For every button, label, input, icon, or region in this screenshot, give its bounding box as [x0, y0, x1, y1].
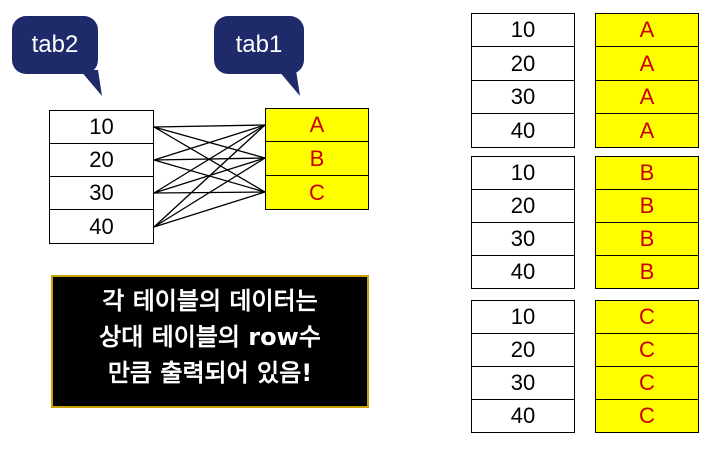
tab1-cell: B [266, 142, 368, 176]
result-letter-cell: C [596, 334, 698, 367]
join-line [153, 124, 266, 194]
tab2-cell: 10 [50, 111, 153, 144]
result-letter-cell: A [596, 114, 698, 147]
result-letter-cell: C [596, 301, 698, 334]
join-line [153, 126, 266, 159]
join-line [153, 191, 266, 194]
result-letters-a: A A A A [595, 13, 699, 148]
note-line-2: 상대 테이블의 row수 [99, 323, 321, 351]
result-numbers-c: 10 20 30 40 [471, 300, 575, 433]
join-line [153, 157, 266, 228]
tab2-cell: 30 [50, 177, 153, 210]
join-line [153, 159, 266, 193]
result-letter-cell: A [596, 47, 698, 81]
result-numbers-b: 10 20 30 40 [471, 156, 575, 289]
tab2-label: tab2 [31, 31, 79, 58]
tab1-cell: C [266, 176, 368, 209]
result-number-cell: 20 [472, 47, 574, 81]
join-line [153, 126, 266, 193]
note-line-1: 각 테이블의 데이터는 [102, 287, 318, 315]
result-number-cell: 40 [510, 117, 536, 143]
result-letters-b: B B B B [595, 156, 699, 289]
tab2-cell: 20 [50, 144, 153, 177]
result-number-cell: 40 [510, 403, 536, 428]
result-number-cell: 30 [472, 223, 574, 256]
tab1-cell: A [266, 109, 368, 142]
result-numbers-a: 10 20 30 40 [471, 13, 575, 148]
result-letter-cell: A [596, 81, 698, 114]
result-letter-cell: C [596, 367, 698, 400]
join-line [153, 124, 266, 228]
tab2-callout: tab2 [12, 16, 98, 74]
result-letter-cell: B [596, 190, 698, 223]
result-number-cell: 30 [472, 367, 574, 400]
result-letter-cell: B [596, 256, 698, 288]
explanation-note: 각 테이블의 데이터는 상대 테이블의 row수 만큼 출력되어 있음! [51, 275, 369, 408]
result-letters-c: C C C C [595, 300, 699, 433]
result-number-cell: 20 [472, 334, 574, 367]
result-letter-cell: C [596, 400, 698, 432]
join-line [153, 124, 266, 161]
tab1-table: A B C [265, 108, 369, 210]
result-letter-cell: A [596, 14, 698, 47]
result-number-cell: 40 [510, 259, 536, 284]
result-letter-cell: B [596, 157, 698, 190]
result-number-cell: 10 [472, 14, 574, 47]
tab2-cell: 40 [89, 213, 114, 239]
tab1-callout: tab1 [214, 16, 304, 74]
tab2-table: 10 20 30 40 [49, 110, 154, 244]
join-line [153, 124, 266, 128]
note-line-3: 만큼 출력되어 있음! [107, 359, 313, 387]
join-line [153, 191, 266, 228]
join-line [153, 157, 266, 161]
result-letter-cell: B [596, 223, 698, 256]
result-number-cell: 30 [472, 81, 574, 114]
result-number-cell: 10 [472, 301, 574, 334]
tab1-label: tab1 [235, 31, 283, 58]
join-line [153, 157, 266, 194]
result-number-cell: 10 [472, 157, 574, 190]
result-number-cell: 20 [472, 190, 574, 223]
